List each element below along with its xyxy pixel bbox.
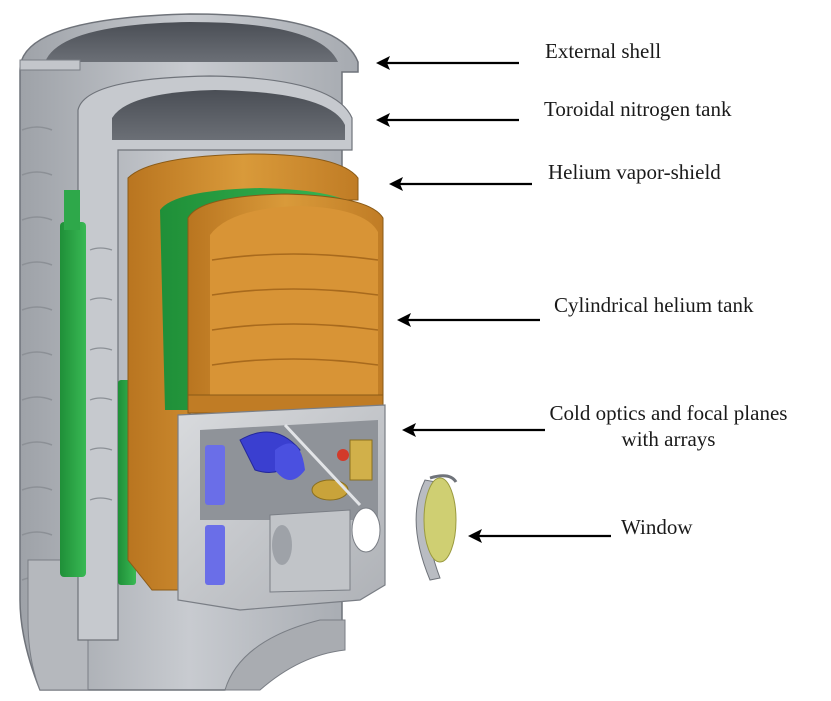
label-toroidal-nitrogen-tank: Toroidal nitrogen tank (544, 97, 732, 121)
arrow-left-icon (402, 423, 545, 437)
label-helium-vapor-shield: Helium vapor-shield (548, 160, 721, 184)
label-external-shell: External shell (545, 39, 662, 63)
arrow-left-icon (397, 313, 540, 327)
label-cold-optics-line1: Cold optics and focal planes (549, 401, 788, 425)
label-cold-optics: Cold optics and focal planes with arrays (516, 400, 821, 452)
arrow-left-icon (376, 113, 519, 127)
label-cylindrical-helium-tank: Cylindrical helium tank (554, 293, 754, 317)
label-window: Window (621, 515, 693, 539)
cold-optics-box-part (177, 404, 386, 611)
toroidal-nitrogen-tank-part (60, 75, 353, 641)
label-cold-optics-line2: with arrays (621, 427, 716, 451)
window-part (415, 474, 458, 581)
cylindrical-helium-tank-part (187, 193, 384, 414)
arrow-left-icon (389, 177, 532, 191)
arrow-left-icon (376, 56, 519, 70)
arrow-left-icon (468, 529, 611, 543)
